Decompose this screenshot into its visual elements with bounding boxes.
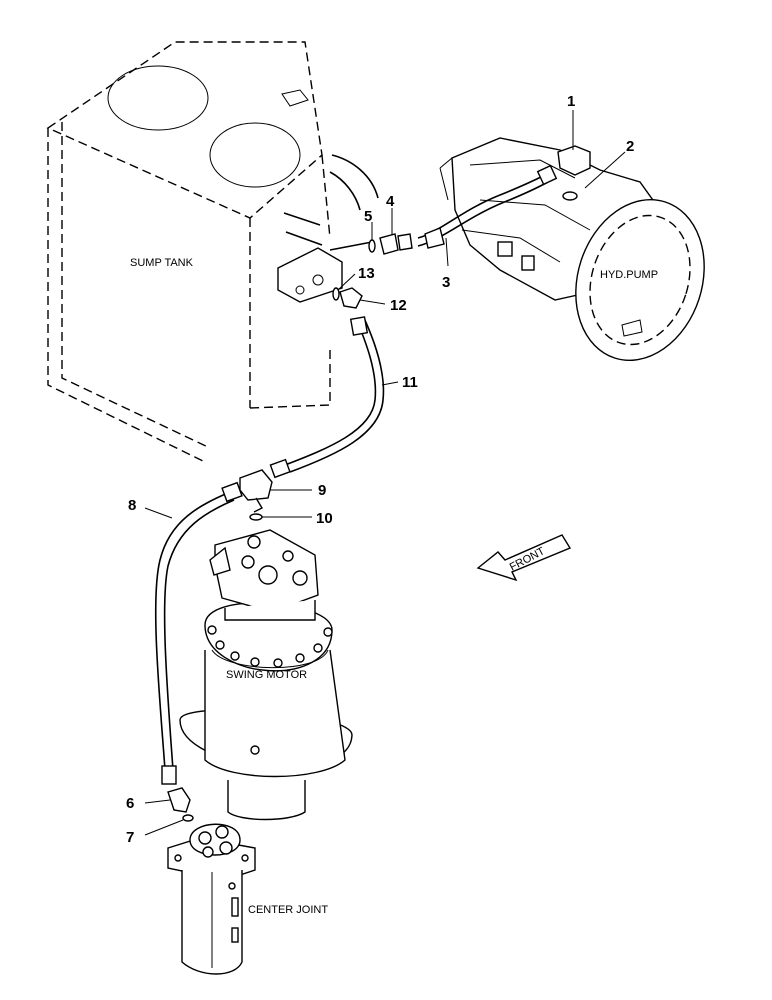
elbow-6 (167, 787, 191, 813)
bolt-ring (207, 625, 333, 668)
hydraulic-pump: HYD.PUMP (439, 137, 705, 362)
front-direction-arrow: FRONT (476, 534, 572, 582)
center-joint: CENTER JOINT (167, 823, 328, 975)
callout-4: 4 (386, 193, 395, 210)
callout-6: 6 (126, 795, 134, 812)
callout-12: 12 (390, 297, 407, 314)
hose-3 (417, 164, 558, 249)
o-ring-7 (182, 814, 194, 822)
callout-13: 13 (358, 265, 375, 282)
hose-8 (154, 481, 243, 785)
elbow-12 (339, 287, 363, 309)
fitting-4 (379, 233, 413, 255)
swing-motor-label: SWING MOTOR (226, 669, 307, 681)
swing-motor: SWING MOTOR (179, 529, 353, 821)
sump-tank: SUMP TANK (46, 41, 379, 463)
callouts: 1 2 3 4 5 6 7 8 9 10 11 12 13 (126, 93, 634, 846)
callout-10: 10 (316, 510, 333, 527)
o-ring-10 (249, 513, 263, 521)
callout-5: 5 (364, 208, 372, 225)
o-ring-13 (332, 287, 340, 301)
fitting-1 (557, 145, 591, 176)
callout-1: 1 (567, 93, 575, 110)
o-ring-2 (562, 191, 578, 201)
callout-3: 3 (442, 274, 450, 291)
callout-7: 7 (126, 829, 134, 846)
hose-11 (269, 316, 385, 479)
sump-tank-label: SUMP TANK (130, 257, 194, 269)
o-ring-5 (368, 239, 376, 253)
callout-11: 11 (402, 374, 418, 391)
tee-9 (239, 469, 273, 513)
callout-2: 2 (626, 138, 634, 155)
leader-lines (144, 110, 626, 836)
center-joint-label: CENTER JOINT (248, 904, 328, 916)
hyd-pump-label: HYD.PUMP (600, 269, 658, 281)
callout-8: 8 (128, 497, 136, 514)
callout-9: 9 (318, 482, 326, 499)
